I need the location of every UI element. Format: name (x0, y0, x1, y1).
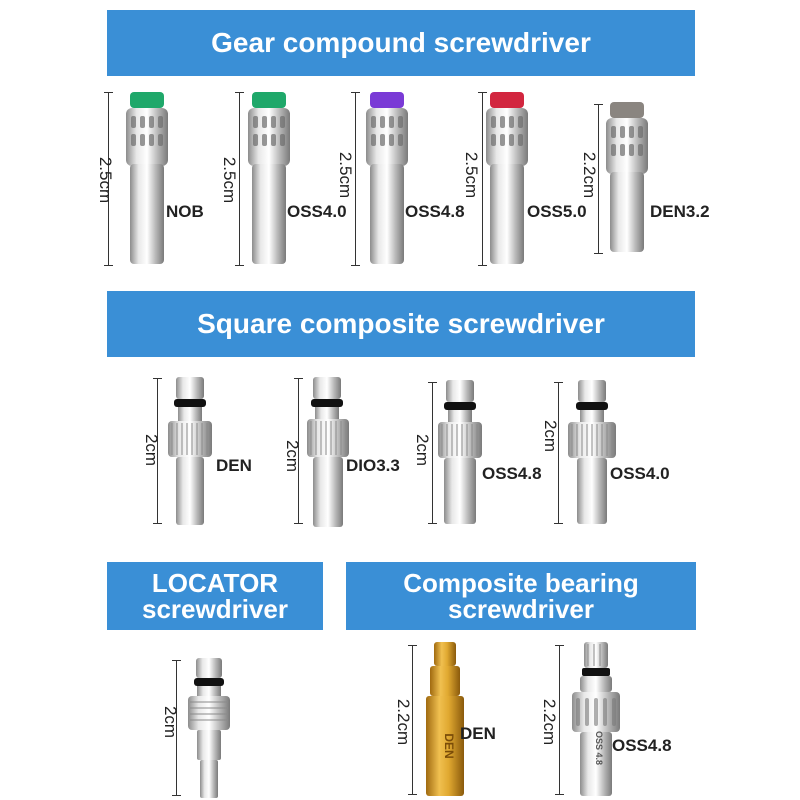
dimension-label: 2.2cm (540, 698, 560, 746)
dimension-label: 2cm (541, 419, 561, 453)
locator-screwdriver (188, 658, 230, 798)
tool-label: OSS4.0 (287, 202, 347, 221)
locator-title-line2: screwdriver (142, 594, 288, 624)
dimension-label: 2cm (413, 433, 433, 467)
dimension-label: 2.5cm (220, 156, 240, 204)
bearing-section-banner: Composite bearing screwdriver (346, 562, 696, 630)
dimension-ruler (594, 104, 603, 254)
square-screwdriver-oss48 (438, 380, 482, 524)
dimension-ruler (555, 645, 564, 795)
colored-cap (490, 92, 524, 108)
dimension-label: 2.5cm (336, 151, 356, 199)
square-section-title: Square composite screwdriver (197, 308, 605, 339)
square-section-banner: Square composite screwdriver (107, 291, 695, 357)
dimension-ruler (172, 660, 181, 796)
dimension-label: 2cm (161, 705, 181, 739)
dimension-ruler (235, 92, 244, 266)
tool-label: DEN (460, 724, 496, 743)
dimension-ruler (351, 92, 360, 266)
gear-section-banner: Gear compound screwdriver (107, 10, 695, 76)
gear-screwdriver-oss40 (248, 92, 290, 264)
tool-label: OSS4.8 (612, 736, 672, 755)
locator-section-banner: LOCATOR screwdriver (107, 562, 323, 630)
dimension-label: 2cm (283, 439, 303, 473)
gear-screwdriver-nob (126, 92, 168, 264)
tool-label: NOB (166, 202, 204, 221)
colored-cap (130, 92, 164, 108)
gear-screwdriver-oss48 (366, 92, 408, 264)
dimension-label: 2cm (142, 433, 162, 467)
tool-label: OSS5.0 (527, 202, 587, 221)
bearing-title-line2: screwdriver (448, 594, 594, 624)
square-screwdriver-oss40 (568, 380, 616, 524)
square-screwdriver-dio33 (307, 377, 349, 527)
colored-cap (252, 92, 286, 108)
colored-cap (610, 102, 644, 118)
tool-label: DEN (216, 456, 252, 475)
bearing-screwdriver-den: DEN (426, 642, 464, 796)
dimension-ruler (428, 382, 437, 524)
tool-label: OSS4.8 (482, 464, 542, 483)
dimension-ruler (554, 382, 563, 524)
dimension-label: 2.5cm (96, 156, 116, 204)
square-screwdriver-den (168, 377, 212, 525)
locator-title-line1: LOCATOR (151, 568, 279, 598)
den-engraving: DEN (442, 733, 456, 758)
dimension-ruler (153, 378, 162, 524)
oss-engraving: OSS 4.8 (594, 731, 604, 765)
colored-cap (370, 92, 404, 108)
dimension-ruler (478, 92, 487, 266)
dimension-ruler (104, 92, 113, 266)
tool-label: DEN3.2 (650, 202, 710, 221)
dimension-label: 2.2cm (394, 698, 414, 746)
bearing-title-line1: Composite bearing (403, 568, 639, 598)
gear-section-title: Gear compound screwdriver (211, 27, 591, 58)
dimension-ruler (408, 645, 417, 795)
tool-label: OSS4.8 (405, 202, 465, 221)
dimension-ruler (294, 378, 303, 524)
gear-screwdriver-den32 (606, 102, 648, 252)
tool-label: DIO3.3 (346, 456, 400, 475)
dimension-label: 2.2cm (580, 151, 600, 199)
tool-label: OSS4.0 (610, 464, 670, 483)
gear-screwdriver-oss50 (486, 92, 528, 264)
bearing-screwdriver-oss48: OSS 4.8 (572, 642, 620, 796)
